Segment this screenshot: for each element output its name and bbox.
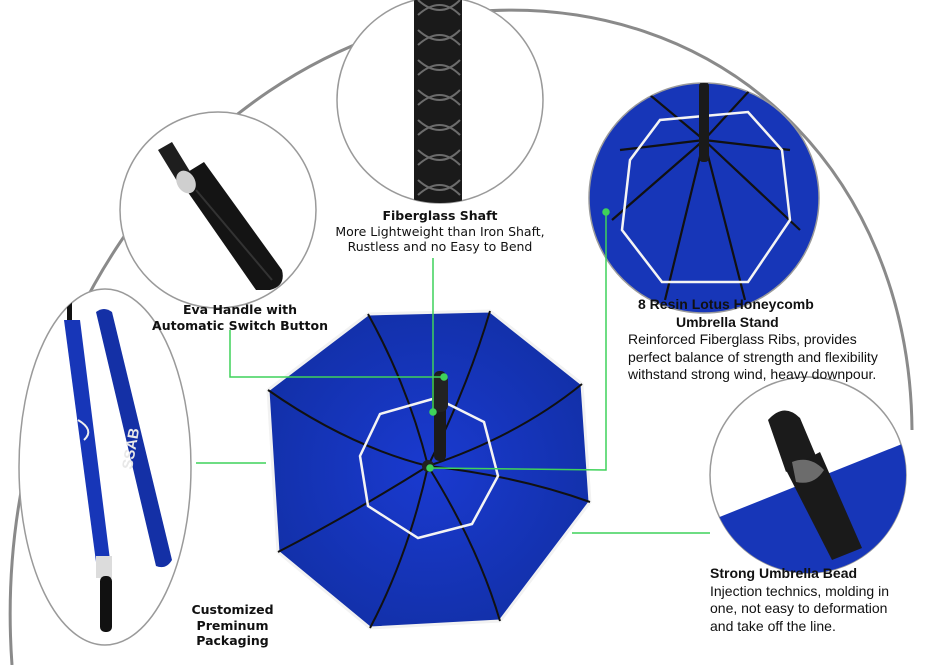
eva-handle-line1: Eva Handle with	[182, 302, 298, 317]
packaging-closeup: SSAB	[18, 288, 192, 646]
honeycomb-stand-label: 8 Resin Lotus Honeycomb Umbrella Stand R…	[628, 296, 913, 384]
honeycomb-stand-closeup	[588, 82, 820, 314]
packaging-line1: Customized	[191, 602, 274, 617]
pointer-lines	[196, 208, 710, 534]
fiberglass-shaft-line1: More Lightweight than Iron Shaft,	[335, 223, 545, 239]
umbrella-bead-line2: one, not easy to deformation	[710, 600, 888, 616]
honeycomb-stand-title1: 8 Resin Lotus Honeycomb	[638, 296, 814, 312]
umbrella-bead-line1: Injection technics, molding in	[710, 582, 889, 599]
fiberglass-shaft-line2: Rustless and no Easy to Bend	[347, 239, 533, 255]
fiberglass-shaft-closeup	[336, 0, 544, 204]
umbrella-bead-line3: and take off the line.	[710, 617, 836, 634]
honeycomb-stand-title2: Umbrella Stand	[676, 313, 779, 330]
packaging-label: Customized Preminum Packaging	[160, 602, 305, 649]
umbrella-bead-label: Strong Umbrella Bead Injection technics,…	[710, 565, 915, 635]
honeycomb-stand-line2: perfect balance of strength and flexibil…	[628, 348, 878, 365]
fiberglass-shaft-label: Fiberglass Shaft More Lightweight than I…	[330, 208, 550, 255]
packaging-line2: Preminum Packaging	[196, 617, 269, 649]
fiberglass-shaft-title: Fiberglass Shaft	[382, 208, 498, 223]
honeycomb-stand-line3: withstand strong wind, heavy downpour.	[628, 366, 877, 382]
honeycomb-stand-line1: Reinforced Fiberglass Ribs, provides	[628, 331, 857, 347]
eva-handle-closeup	[119, 111, 317, 309]
eva-handle-line2: Automatic Switch Button	[152, 317, 328, 333]
eva-handle-label: Eva Handle with Automatic Switch Button	[150, 302, 330, 333]
umbrella-bead-title: Strong Umbrella Bead	[710, 565, 858, 581]
